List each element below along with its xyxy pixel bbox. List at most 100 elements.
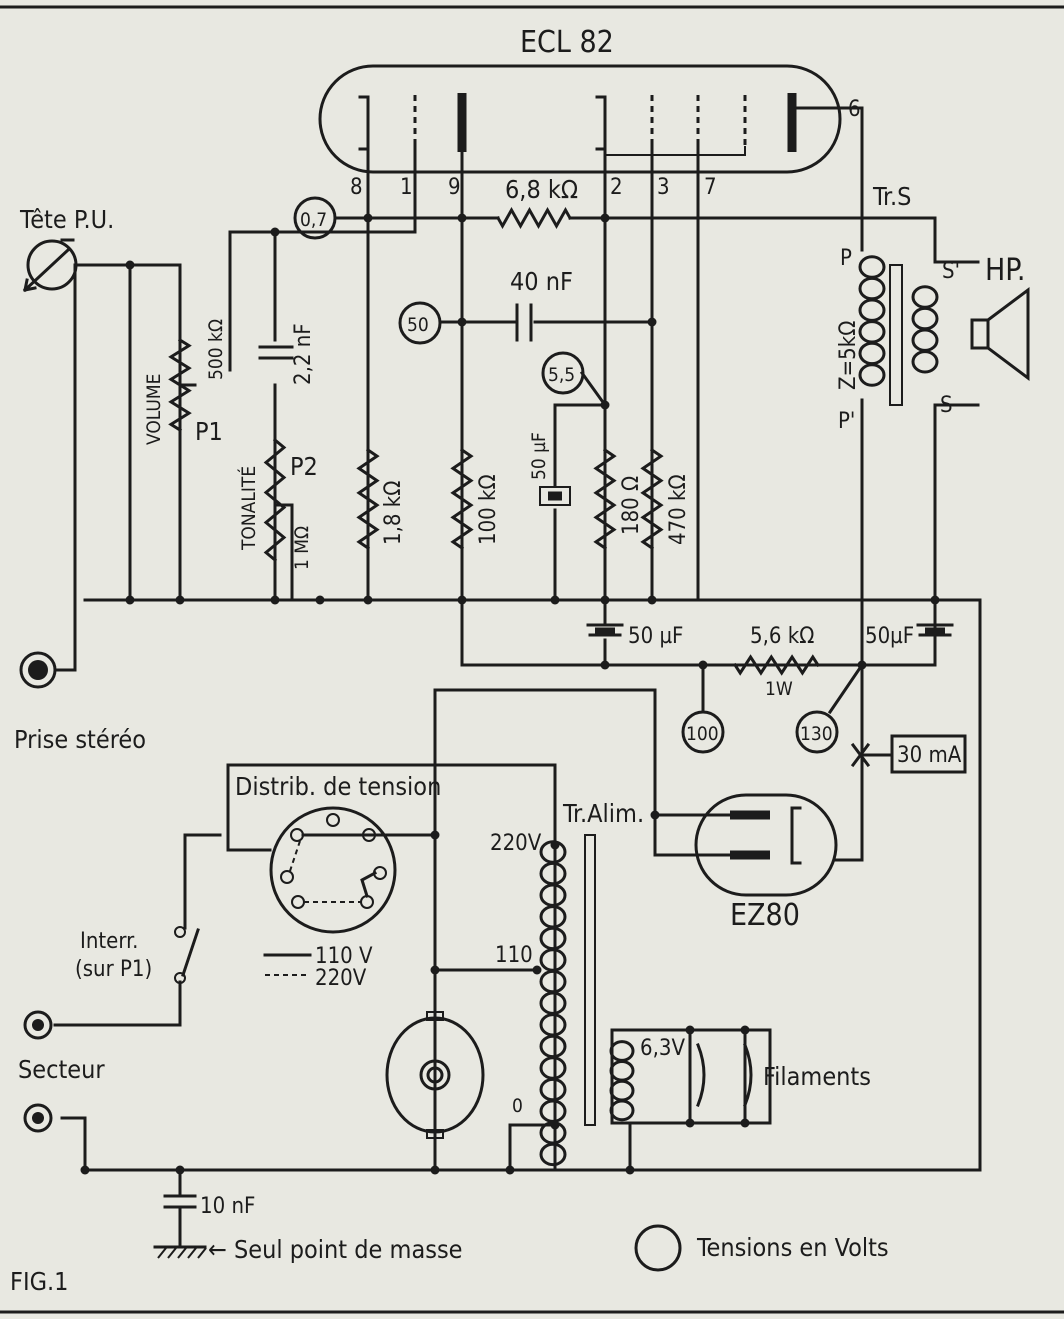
pin-label: 9: [448, 175, 461, 200]
label-r-6-8k: 6,8 kΩ: [505, 175, 578, 204]
heater-coil: [609, 1079, 635, 1102]
label-heater-voltage: 6,3V: [640, 1036, 685, 1061]
label-pickup: Tête P.U.: [19, 205, 114, 234]
junction-dot: [685, 1025, 695, 1035]
voltage-marker: [293, 196, 337, 240]
label-r-100k: 100 kΩ: [476, 474, 501, 545]
junction-dot: [457, 317, 467, 327]
voltage-value: 130: [800, 723, 833, 745]
junction-dot: [650, 810, 660, 820]
capacitor-50uf-cathode: [539, 486, 571, 506]
label-r-470k: 470 kΩ: [666, 474, 691, 545]
capacitor-50uf-right: [916, 623, 954, 637]
voltage-selector: [263, 806, 397, 976]
junction-dot: [647, 595, 657, 605]
capacitor-40nf: [515, 303, 533, 342]
voltage-markers: 0,7 50 5,5 100 130: [293, 196, 839, 1272]
junction-dot: [698, 660, 708, 670]
resistor-1-8k: [356, 447, 380, 551]
label-volume: VOLUME: [143, 374, 165, 445]
measure-point-icon: [850, 742, 894, 768]
label-r-180: 180 Ω: [619, 476, 644, 535]
junction-dot: [457, 213, 467, 223]
junction-dot: [550, 595, 560, 605]
label-impedance: Z=5kΩ: [836, 321, 861, 390]
output-secondary-coil: [911, 285, 939, 309]
output-primary-coil: [858, 320, 886, 344]
power-primary-coil: [539, 905, 567, 929]
stereo-jack-icon: [19, 651, 57, 689]
junction-dot: [363, 213, 373, 223]
power-primary-coil: [539, 1056, 567, 1080]
power-primary-coil: [539, 948, 567, 972]
heater-coil: [609, 1099, 635, 1122]
g3-cathode-link: [604, 146, 746, 156]
capacitor-2-2nf: [258, 345, 294, 360]
junction-dot: [315, 595, 325, 605]
label-p: P: [840, 246, 852, 271]
label-c-50u-left: 50 µF: [628, 624, 683, 649]
output-primary-coil: [858, 363, 886, 387]
junction-dot: [125, 595, 135, 605]
power-transformer-core: [584, 834, 596, 1126]
junction-dot: [600, 660, 610, 670]
junction-dot: [430, 965, 440, 975]
resistor-180: [593, 447, 617, 551]
junction-dot: [685, 1118, 695, 1128]
voltage-marker: [398, 301, 442, 345]
label-p2-value: 1 MΩ: [291, 526, 313, 570]
pin-label: 2: [610, 175, 623, 200]
label-power-transformer: Tr.Alim.: [562, 799, 644, 828]
junction-dot: [270, 227, 280, 237]
mains-jack-icon: [23, 1010, 53, 1040]
power-primary-coil: [539, 969, 567, 994]
label-p-prime: P': [838, 409, 855, 434]
power-primary-coil: [539, 1013, 567, 1037]
label-current: 30 mA: [897, 743, 962, 768]
ground-icon: [153, 1245, 207, 1259]
speaker-icon: [970, 287, 1030, 381]
ecl82-tube: ECL 82 8 1 9 2 3 7 6: [318, 25, 861, 200]
junction-dot: [600, 400, 610, 410]
label-s-prime: S': [942, 259, 960, 284]
potentiometer-tone: [263, 437, 287, 563]
legend-110: 110 V: [315, 944, 373, 969]
legend-220: 220V: [315, 966, 367, 991]
power-primary-coil: [539, 1034, 567, 1059]
motor-icon: [385, 1011, 485, 1139]
voltage-marker: [795, 710, 839, 754]
junction-dot: [647, 317, 657, 327]
resistor-100k: [450, 447, 474, 551]
legend-circle: [634, 1224, 682, 1272]
power-primary-coil: [539, 926, 567, 951]
junction-dot: [740, 1025, 750, 1035]
tube-envelope: [318, 64, 842, 174]
label-switch-2: (sur P1): [75, 957, 152, 982]
junction-dot: [175, 1165, 185, 1175]
output-secondary-coil: [911, 328, 939, 352]
pin-label: 3: [657, 175, 670, 200]
filament-icon: [696, 1043, 753, 1107]
label-tap-110: 110: [495, 943, 533, 968]
tube-name: ECL 82: [520, 25, 614, 60]
pickup-arrow-icon: [22, 247, 71, 293]
junction-dot: [625, 1165, 635, 1175]
voltage-value: 5,5: [548, 364, 575, 386]
labels: Tête P.U. 6,8 kΩ Tr.S 40 nF P P' S' S HP…: [10, 175, 1025, 1296]
junction-dot: [270, 595, 280, 605]
voltage-marker: [541, 351, 585, 395]
label-voltage-selector: Distrib. de tension: [235, 772, 441, 801]
heater-coil: [609, 1040, 635, 1062]
label-c-40n: 40 nF: [510, 267, 573, 296]
resistor-5-6k: [732, 654, 821, 676]
junction-dot: [600, 595, 610, 605]
junction-dot: [80, 1165, 90, 1175]
power-switch[interactable]: [174, 926, 200, 984]
label-r-power: 1W: [765, 678, 793, 700]
capacitor-50uf-left: [586, 623, 624, 637]
wiring: [42, 106, 982, 1247]
output-secondary-coil: [911, 350, 939, 374]
label-stereo-jack: Prise stéréo: [14, 725, 146, 754]
label-ground-point: ← Seul point de masse: [208, 1235, 463, 1264]
